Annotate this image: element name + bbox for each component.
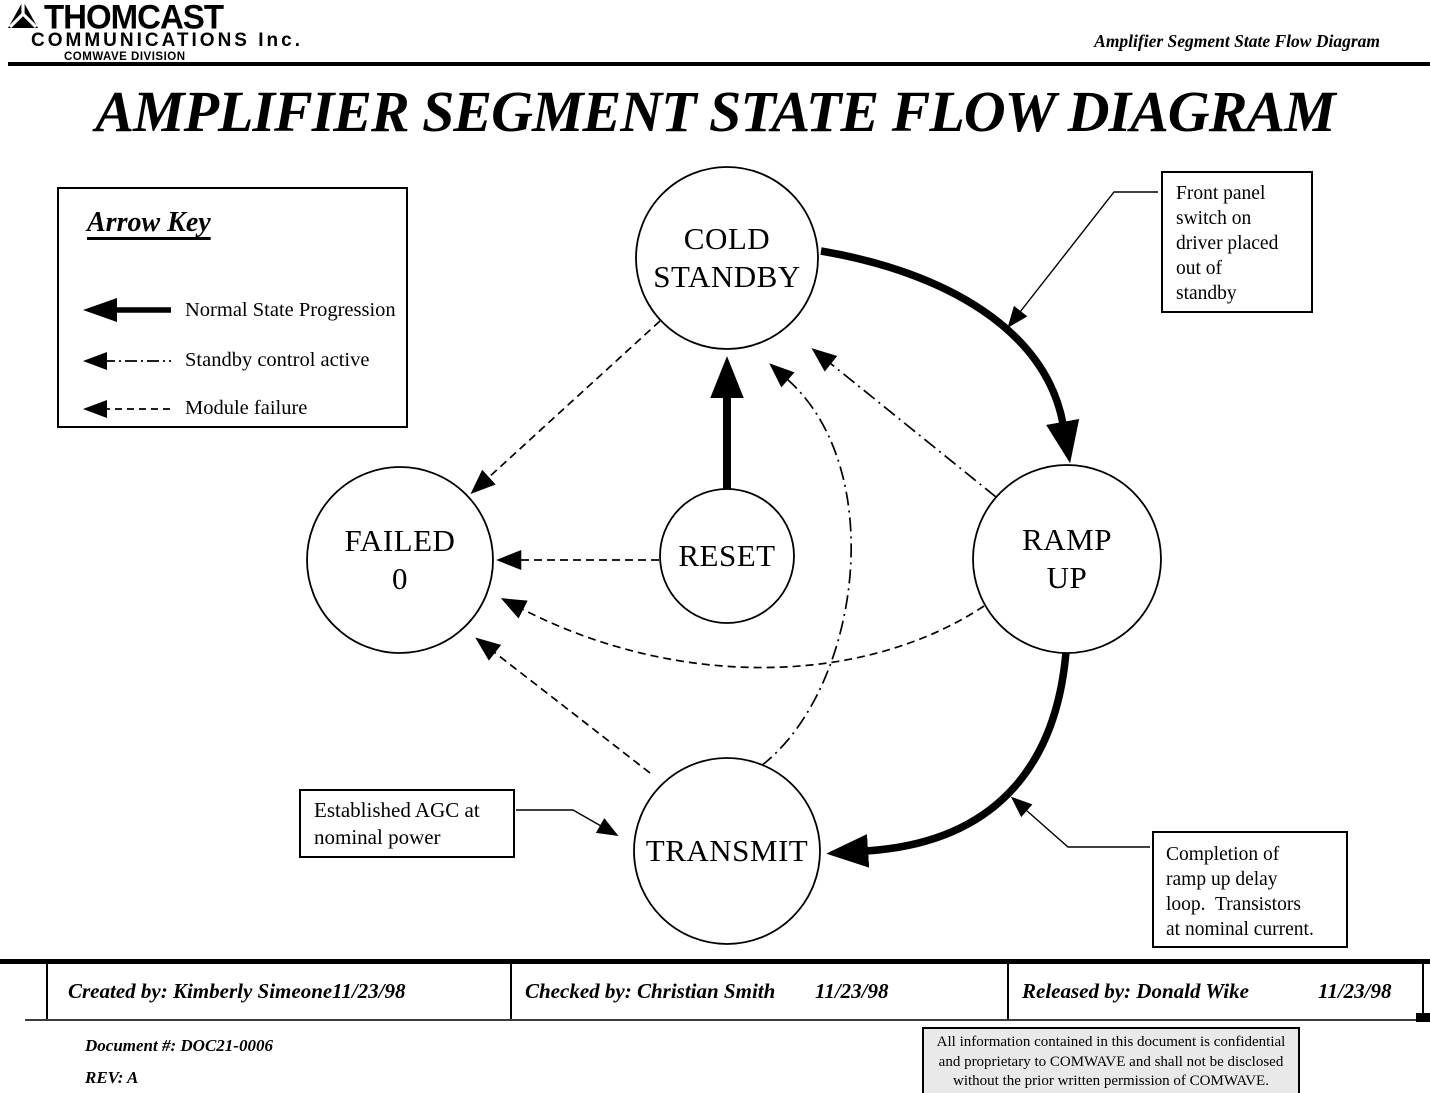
note-established-agc: Established AGC at nominal power xyxy=(299,789,515,858)
footer-created-by: Created by: Kimberly Simeone 11/23/98 xyxy=(68,964,508,1019)
state-circle-ramp-up xyxy=(972,464,1162,654)
leader-agc-note xyxy=(516,809,619,837)
logo-title: THOMCAST xyxy=(44,0,224,36)
state-label-ramp-up: RAMP UP xyxy=(1022,522,1112,595)
arrow-ramp-up-to-cold-standby xyxy=(811,348,997,498)
logo-division: COMWAVE DIVISION xyxy=(64,51,186,63)
footer-checked-by: Checked by: Christian Smith 11/23/98 xyxy=(525,964,1005,1019)
legend-item-normal-progression: Normal State Progression xyxy=(83,295,396,325)
legend-item-module-failure: Module failure xyxy=(83,397,307,420)
state-circle-failed xyxy=(306,466,494,654)
arrow-ramp-up-to-failed xyxy=(500,598,985,669)
footer-top-rule xyxy=(0,959,1430,964)
arrow-key-legend: Arrow Key Normal State Progression Stand… xyxy=(57,187,408,428)
state-circle-cold-standby xyxy=(635,166,819,350)
created-by-label: Created by: Kimberly Simeone xyxy=(68,979,333,1003)
legend-label: Normal State Progression xyxy=(185,298,396,321)
logo-subtitle: COMMUNICATIONS Inc. xyxy=(31,30,303,51)
footer-border-right xyxy=(1422,964,1424,1019)
note-completion-ramp-up: Completion of ramp up delay loop. Transi… xyxy=(1152,831,1348,948)
document-number: Document #: DOC21-0006 xyxy=(85,1036,273,1055)
footer-bottom-rule xyxy=(25,1019,1430,1021)
state-label-cold-standby: COLD STANDBY xyxy=(653,221,801,294)
dash-dot-arrow-icon xyxy=(83,351,171,370)
arrow-cold-standby-to-failed xyxy=(470,320,661,495)
state-label-failed: FAILED 0 xyxy=(344,523,456,596)
legend-label: Standby control active xyxy=(185,349,370,371)
leader-front-panel-note xyxy=(1007,191,1158,328)
footer-divider-1 xyxy=(510,964,512,1019)
legend-label: Module failure xyxy=(185,397,308,419)
footer-released-by: Released by: Donald Wike 11/23/98 xyxy=(1022,964,1422,1019)
legend-item-standby-control: Standby control active xyxy=(83,349,369,372)
footer-border-left xyxy=(46,964,48,1019)
released-by-label: Released by: Donald Wike xyxy=(1022,979,1249,1003)
released-date: 11/23/98 xyxy=(1318,979,1392,1003)
document-revision: REV: A xyxy=(85,1068,139,1087)
confidentiality-notice: All information contained in this docume… xyxy=(922,1027,1300,1093)
header-rule xyxy=(8,62,1430,66)
legend-title: Arrow Key xyxy=(87,207,211,238)
company-logo: THOMCAST xyxy=(8,0,224,36)
state-circle-reset xyxy=(659,488,795,624)
footer-corner-mark xyxy=(1416,1013,1430,1022)
thomcast-logo-icon xyxy=(8,1,38,29)
leader-completion-note xyxy=(1010,796,1150,848)
arrow-transmit-to-cold-standby xyxy=(760,363,853,767)
checked-date: 11/23/98 xyxy=(815,979,889,1003)
created-date: 11/23/98 xyxy=(332,979,406,1003)
solid-arrow-icon xyxy=(83,298,171,322)
checked-by-label: Checked by: Christian Smith xyxy=(525,979,776,1003)
page-title: AMPLIFIER SEGMENT STATE FLOW DIAGRAM xyxy=(95,79,1335,144)
arrow-cold-standby-to-ramp-up xyxy=(820,247,1080,464)
arrow-transmit-to-failed xyxy=(475,637,651,774)
footer-divider-2 xyxy=(1007,964,1009,1019)
header-doc-title: Amplifier Segment State Flow Diagram xyxy=(1094,31,1380,51)
dashed-arrow-icon xyxy=(83,399,171,418)
state-label-reset: RESET xyxy=(678,538,776,573)
state-label-transmit: TRANSMIT xyxy=(645,833,809,868)
note-front-panel: Front panel switch on driver placed out … xyxy=(1161,171,1313,313)
arrow-ramp-up-to-transmit xyxy=(826,651,1070,868)
state-circle-transmit xyxy=(633,757,821,945)
